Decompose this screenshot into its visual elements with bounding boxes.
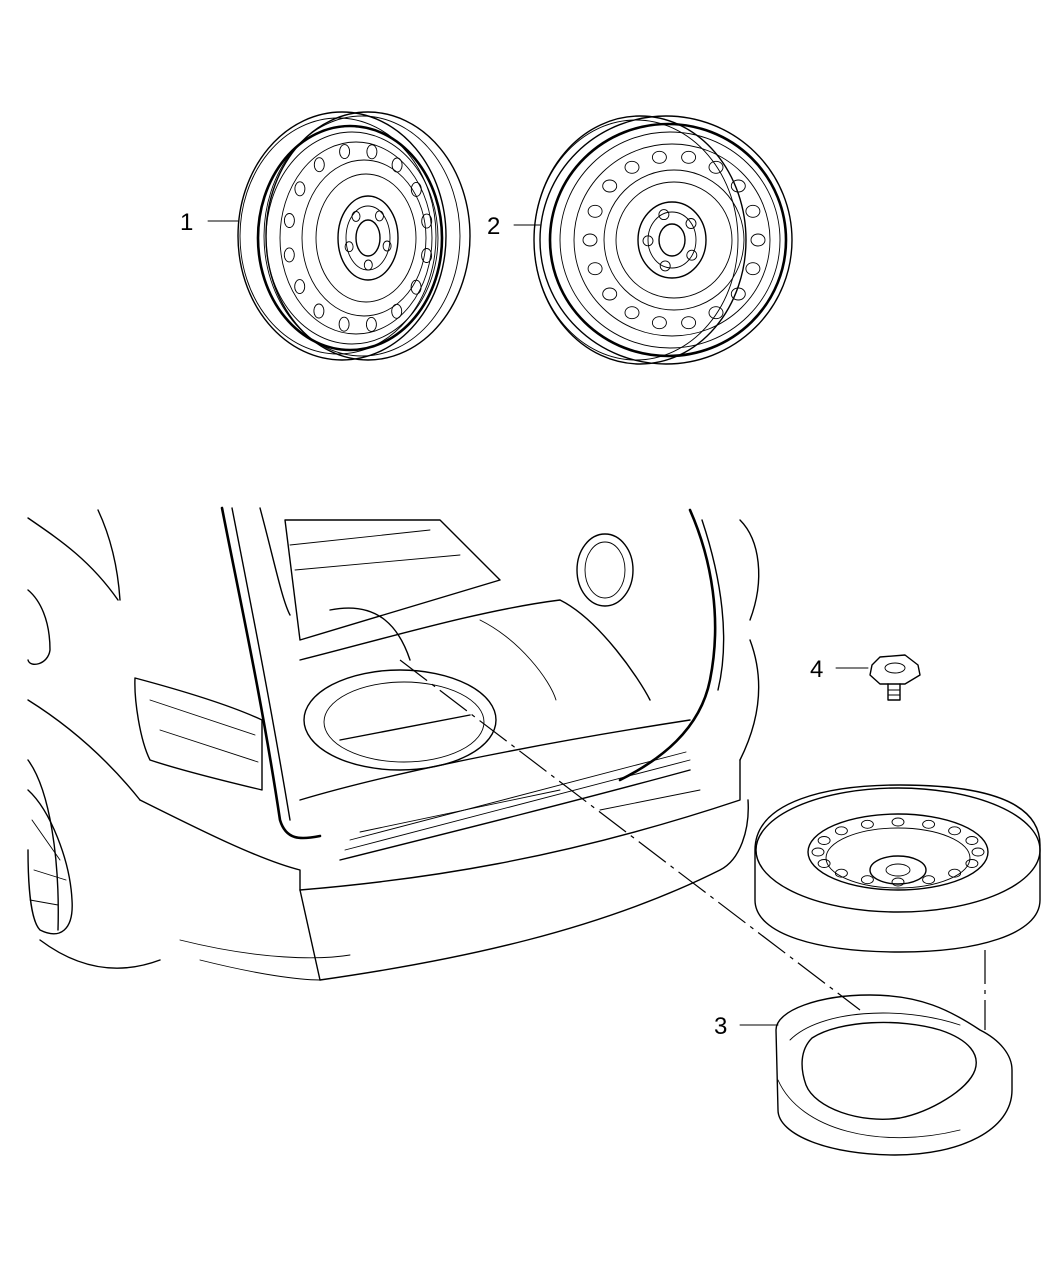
hole: [366, 144, 378, 160]
hole: [658, 209, 670, 221]
hole: [375, 210, 384, 222]
callout-2-label: 2: [487, 213, 500, 240]
leader-line-3: [399, 659, 861, 1011]
hole: [339, 144, 351, 160]
hole: [283, 247, 295, 263]
hole: [313, 303, 325, 319]
hole: [421, 248, 433, 263]
hole: [391, 157, 403, 173]
hole: [624, 306, 640, 320]
hole: [681, 150, 697, 164]
hole: [587, 262, 603, 276]
hole: [685, 218, 697, 229]
spare-tire-hold-down-nut[interactable]: [869, 654, 921, 701]
hole: [750, 233, 766, 247]
hole: [891, 877, 905, 887]
hole: [365, 316, 377, 332]
hole: [971, 847, 985, 857]
callout-2: 2: [487, 213, 541, 240]
hole: [338, 316, 350, 332]
wheel-1-vent-holes: [283, 144, 433, 332]
hole: [745, 204, 761, 218]
hole: [745, 262, 761, 276]
steel-wheel-2[interactable]: [533, 115, 793, 365]
hole: [891, 817, 905, 827]
hole: [642, 235, 654, 247]
callout-3-label: 3: [714, 1013, 727, 1040]
hole: [391, 303, 403, 319]
hole: [922, 875, 936, 885]
hole: [351, 210, 361, 222]
hole: [948, 868, 962, 878]
hole: [587, 204, 603, 218]
hole: [659, 260, 671, 272]
hole: [730, 287, 746, 301]
hole: [651, 150, 667, 164]
hole: [817, 836, 831, 845]
hole: [294, 279, 306, 295]
hole: [708, 306, 724, 320]
callout-1: 1: [180, 209, 239, 236]
hole: [602, 179, 618, 193]
hole: [313, 157, 325, 173]
hole: [860, 819, 874, 829]
hole: [602, 287, 618, 301]
vehicle-rear-cargo-area: [27, 506, 760, 981]
hole: [811, 847, 825, 857]
hole: [948, 826, 962, 836]
hole: [965, 859, 979, 868]
spare-tire-spacer[interactable]: [775, 994, 1013, 1156]
hole: [686, 249, 698, 261]
hole: [922, 819, 936, 829]
steel-wheel-1[interactable]: [237, 111, 471, 361]
wheel-2-vent-holes: [582, 150, 766, 330]
hole: [363, 259, 373, 271]
hole: [582, 233, 598, 247]
hole: [294, 181, 306, 197]
callout-3: 3: [714, 1013, 779, 1040]
hole: [965, 836, 979, 845]
hole: [651, 316, 667, 330]
hole: [817, 859, 831, 868]
hole: [624, 160, 640, 174]
callout-1-label: 1: [180, 209, 193, 236]
hole: [730, 179, 746, 193]
compact-spare-tire[interactable]: [754, 784, 1041, 953]
wheel-1-lug-holes: [344, 210, 392, 271]
hole: [708, 160, 724, 174]
callout-4: 4: [810, 656, 869, 683]
callout-4-label: 4: [810, 656, 823, 683]
wheel-2-lug-holes: [642, 209, 698, 272]
hole: [834, 868, 848, 878]
hole: [860, 875, 874, 885]
hole: [382, 240, 392, 252]
spare-wheel-vent-holes: [811, 817, 985, 887]
hole: [834, 826, 848, 836]
hole: [283, 213, 295, 228]
hole: [421, 213, 433, 229]
hole: [681, 316, 697, 330]
hole: [344, 241, 354, 253]
